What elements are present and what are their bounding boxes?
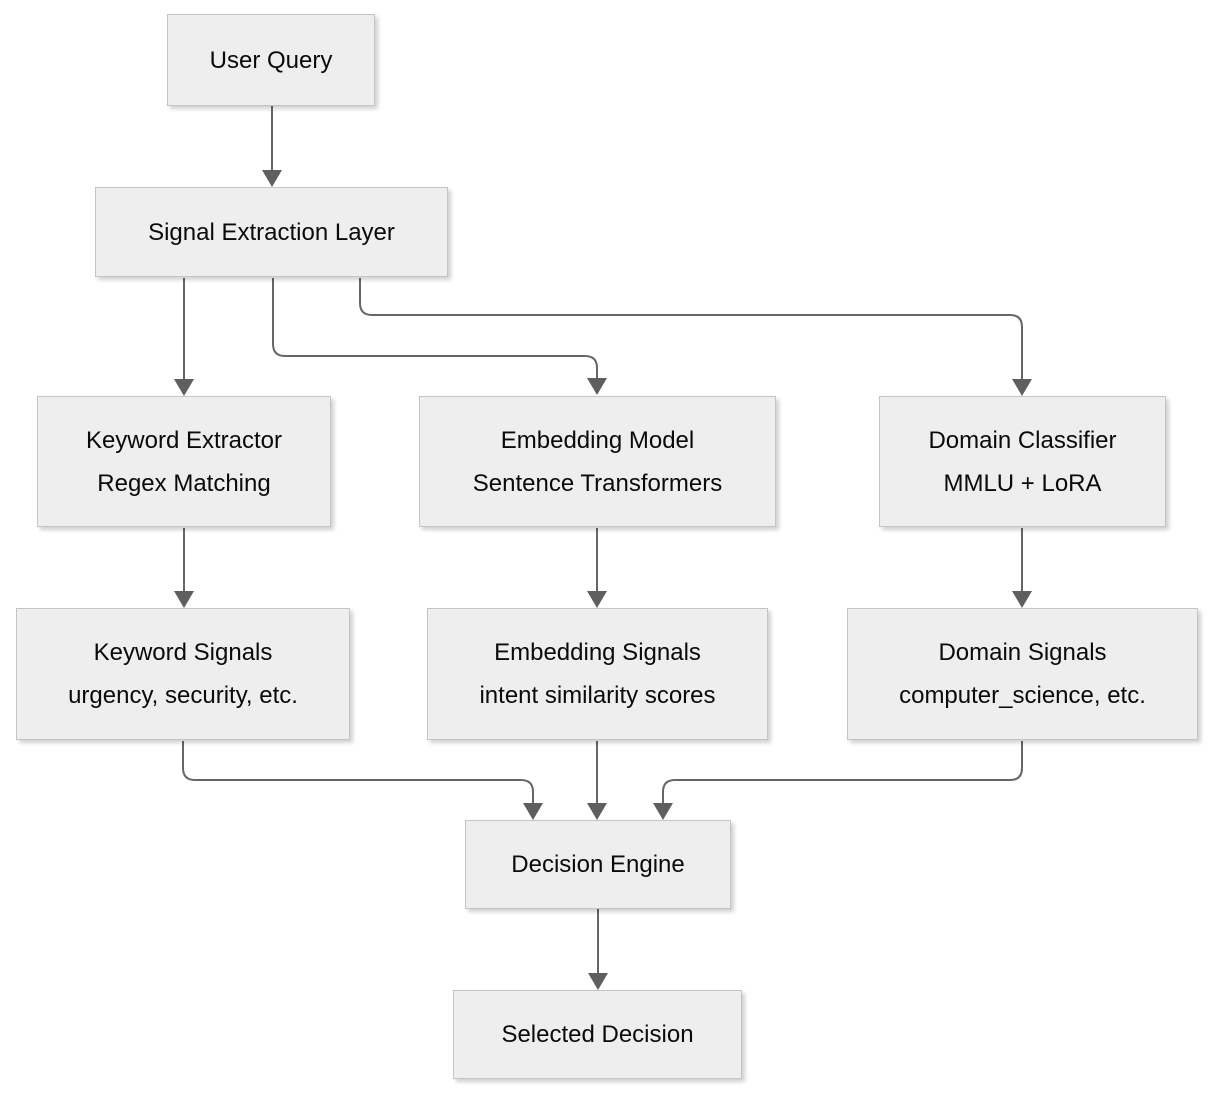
node-title: Domain Classifier [928, 426, 1117, 454]
node-subtitle: urgency, security, etc. [68, 682, 298, 709]
edge-user-query-to-signal-extraction [262, 106, 282, 187]
node-title: Selected Decision [501, 1021, 694, 1048]
node-keyword-signals: Keyword Signals urgency, security, etc. [16, 608, 350, 740]
node-title: User Query [209, 46, 333, 74]
node-keyword-extractor: Keyword Extractor Regex Matching [37, 396, 331, 527]
edge-signal-extraction-to-keyword-extractor [174, 278, 194, 396]
node-subtitle: Sentence Transformers [472, 469, 723, 497]
node-domain-classifier: Domain Classifier MMLU + LoRA [879, 396, 1166, 527]
node-subtitle: computer_science, etc. [899, 682, 1146, 709]
node-title: Keyword Signals [93, 639, 273, 666]
edge-embedding-model-to-embedding-signals [587, 528, 607, 608]
edge-domain-classifier-to-domain-signals [1012, 528, 1032, 608]
node-signal-extraction-layer: Signal Extraction Layer [95, 187, 448, 277]
node-subtitle: Regex Matching [97, 469, 271, 497]
node-selected-decision: Selected Decision [453, 990, 742, 1079]
edge-embedding-signals-to-decision-engine [587, 741, 607, 820]
node-subtitle: intent similarity scores [479, 682, 716, 709]
edge-signal-extraction-to-domain-classifier [359, 278, 1032, 396]
node-title: Keyword Extractor [85, 426, 283, 454]
edge-signal-extraction-to-embedding-model [272, 278, 607, 395]
node-decision-engine: Decision Engine [465, 820, 731, 909]
node-title: Decision Engine [511, 851, 685, 878]
edge-keyword-extractor-to-keyword-signals [174, 528, 194, 608]
node-embedding-signals: Embedding Signals intent similarity scor… [427, 608, 768, 740]
node-domain-signals: Domain Signals computer_science, etc. [847, 608, 1198, 740]
node-title: Signal Extraction Layer [148, 218, 395, 246]
node-user-query: User Query [167, 14, 375, 106]
node-title: Embedding Signals [494, 639, 701, 666]
edge-keyword-signals-to-decision-engine [182, 741, 543, 820]
node-subtitle: MMLU + LoRA [943, 469, 1102, 497]
edge-domain-signals-to-decision-engine [653, 741, 1023, 820]
edge-decision-engine-to-selected-decision [588, 909, 608, 990]
node-title: Domain Signals [938, 639, 1107, 666]
node-embedding-model: Embedding Model Sentence Transformers [419, 396, 776, 527]
node-title: Embedding Model [500, 426, 695, 454]
